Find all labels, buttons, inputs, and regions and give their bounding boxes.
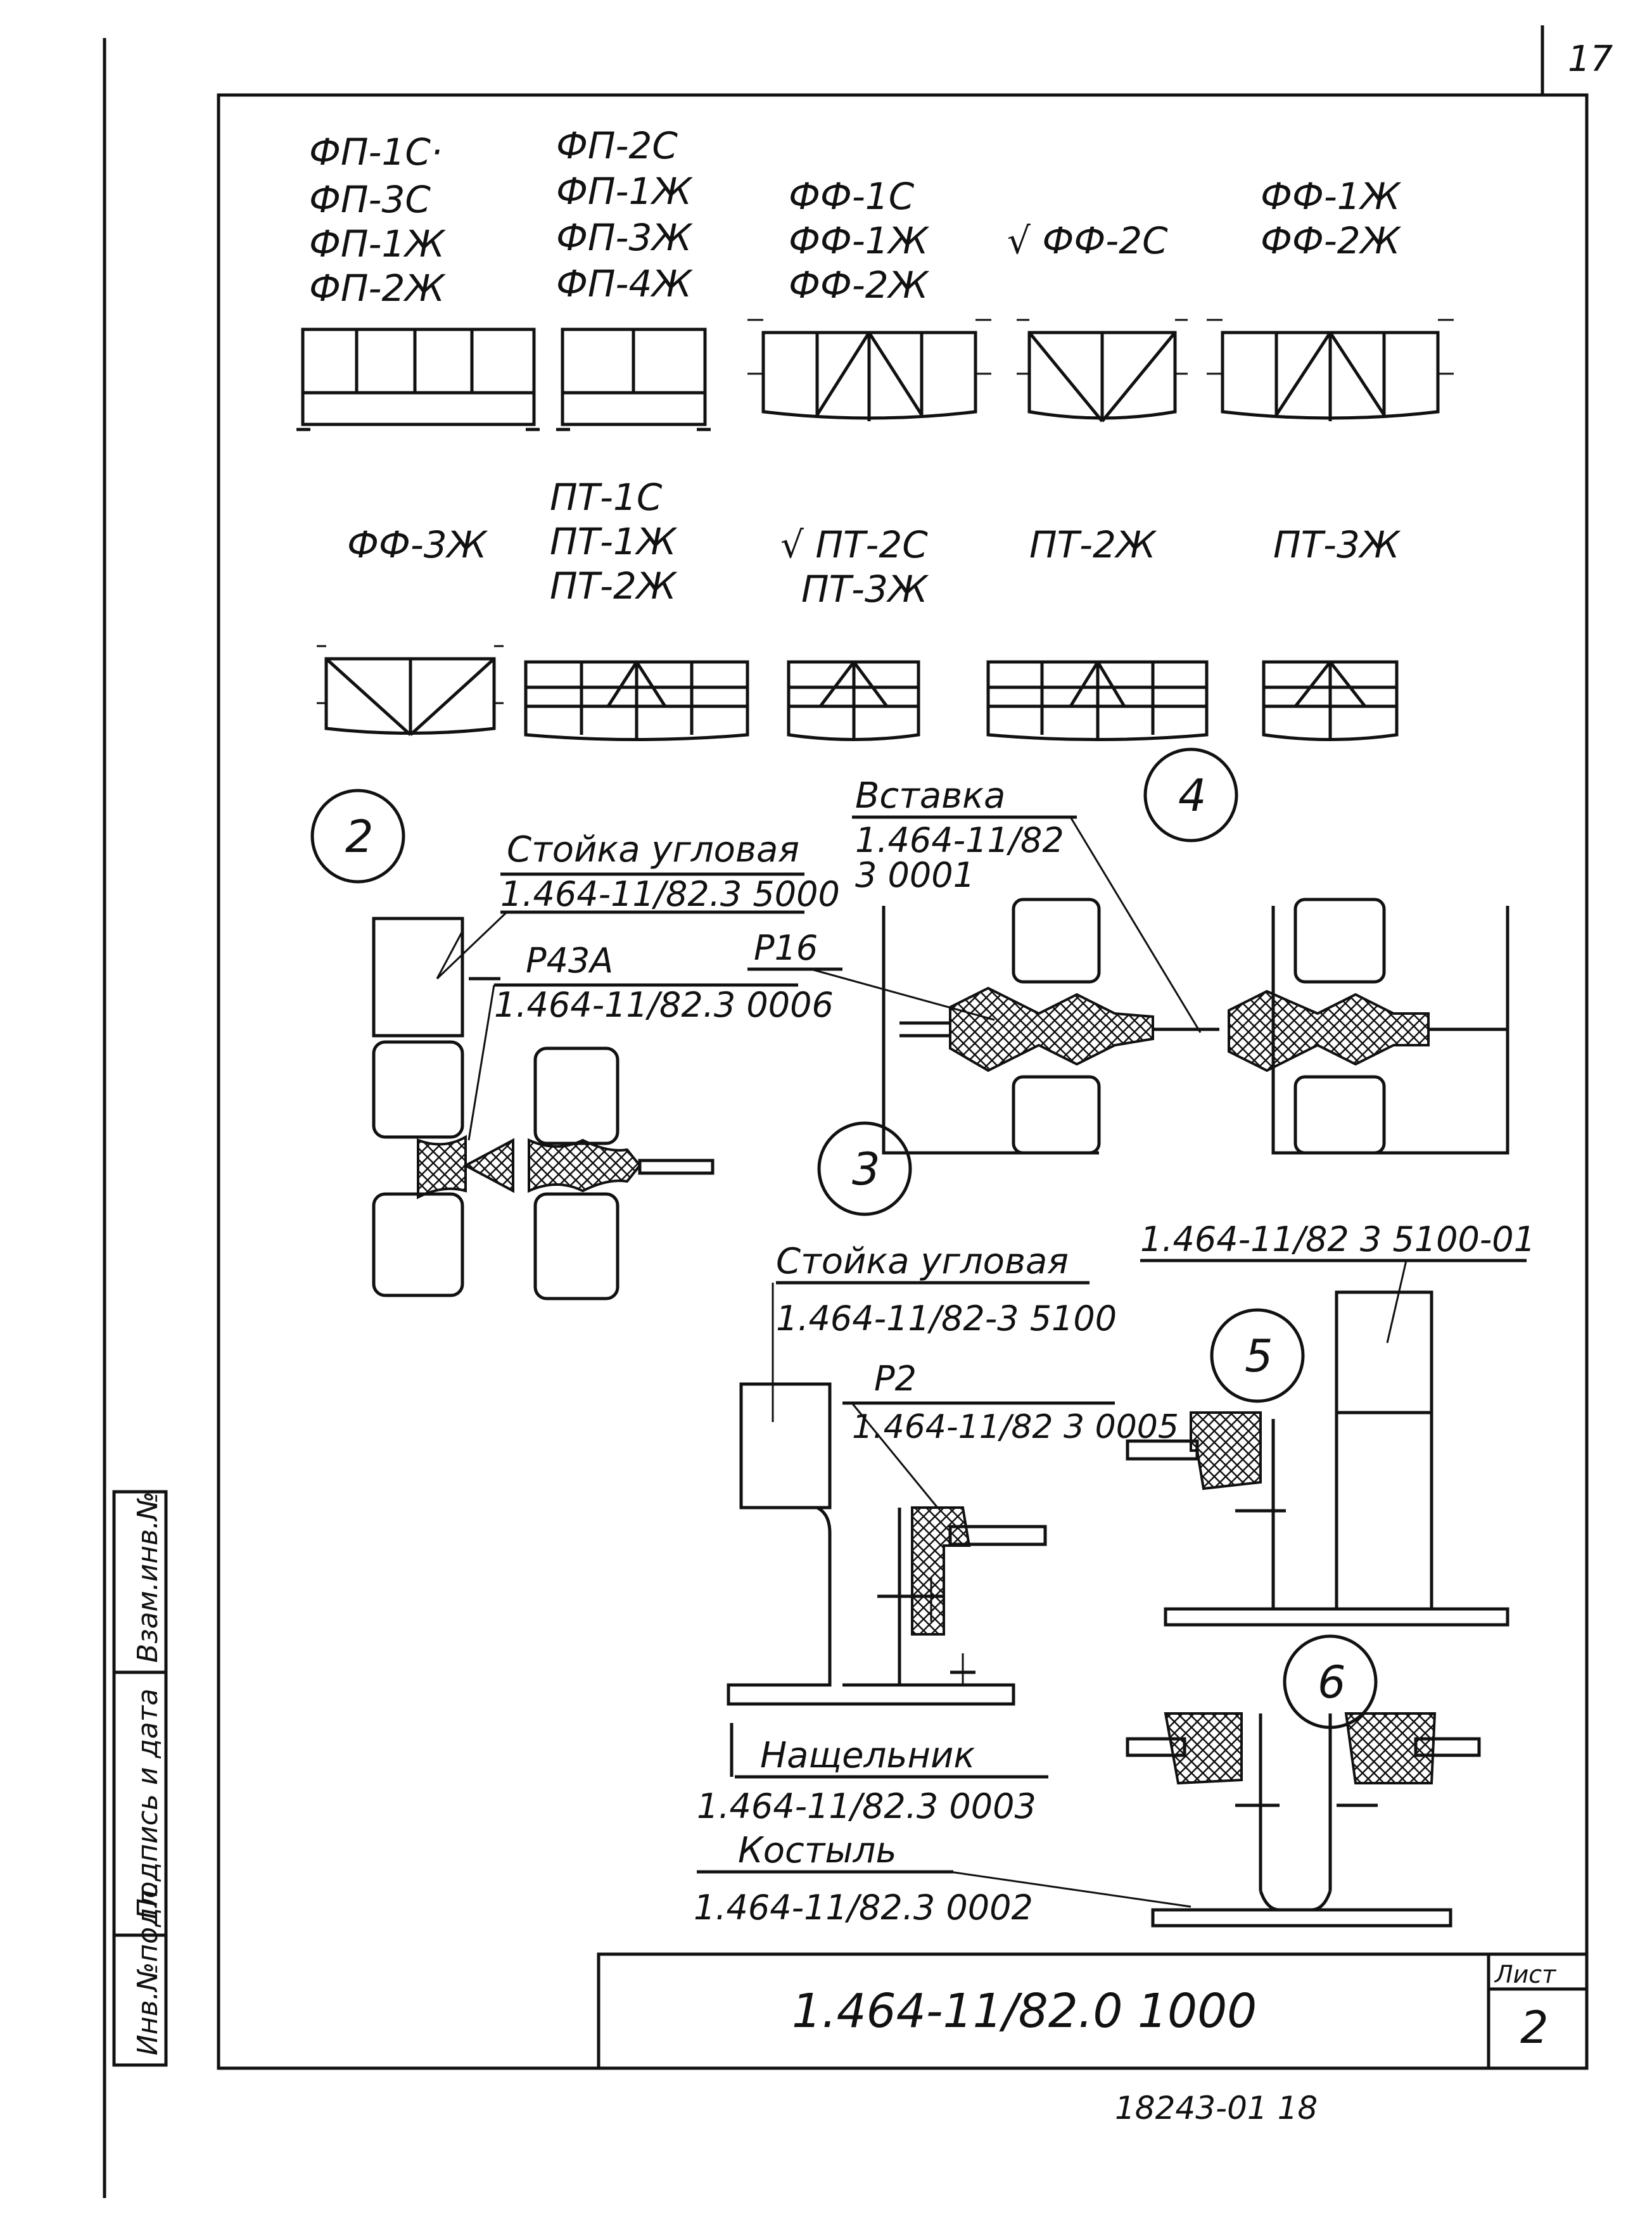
detail-6-leaders: [697, 1723, 1191, 1908]
shape-pt-b: [787, 660, 920, 741]
detail-4-drawing: [882, 898, 1509, 1155]
row1-g2-l3: ФП-3Ж: [556, 216, 693, 259]
row1-g2-l2: ФП-1Ж: [556, 170, 693, 213]
detail5-title: Стойка угловая: [776, 1241, 1069, 1282]
detail-5-drawing: [727, 1290, 1509, 1706]
detail-2-drawing: [372, 917, 715, 1300]
detail-2-leaders: [436, 872, 804, 1141]
row1-g4-l1: √ ФФ-2С: [1007, 219, 1168, 262]
shape-pt-a: [524, 660, 749, 741]
detail4-title: Вставка: [855, 775, 1005, 817]
row2-g1-l1: ФФ-3Ж: [347, 523, 488, 566]
detail-4-leaders: [747, 815, 1202, 1033]
row1-g2-l4: ФП-4Ж: [556, 262, 693, 305]
shape-ff-truss-a: [747, 319, 991, 421]
stamp-doc-code: 1.464-11/82.0 1000: [792, 1984, 1257, 2038]
callout-2: 2: [345, 811, 374, 863]
shape-pt-d: [1262, 660, 1399, 741]
row2-g2-l1: ПТ-1С: [550, 476, 663, 519]
shape-ff-truss-b: [1017, 319, 1188, 423]
row1-g5-l1: ФФ-1Ж: [1261, 175, 1402, 218]
side-label-replace: Взам.инв.№: [132, 1491, 164, 1663]
row2-labels: ФФ-3Ж ПТ-1С ПТ-1Ж ПТ-2Ж √ ПТ-2С ПТ-3Ж ПТ…: [347, 476, 1401, 611]
stamp-sheet-no: 2: [1520, 2002, 1549, 2054]
row2-g2-l2: ПТ-1Ж: [550, 520, 678, 563]
row1-g3-l2: ФФ-1Ж: [789, 219, 930, 262]
detail2-part: Р43А: [526, 941, 613, 981]
row2-g2-l3: ПТ-2Ж: [550, 564, 678, 607]
sheet-frame: [103, 25, 1589, 2198]
detail5-part: Р2: [874, 1359, 917, 1399]
detail-6-drawing: [1126, 1712, 1481, 1928]
detail5-right-code: 1.464-11/82 3 5100-01: [1140, 1219, 1535, 1259]
shape-fp-4panel: [296, 327, 540, 431]
side-label-sign: Подпись и дата: [132, 1689, 164, 1919]
callout-circles: [310, 747, 1378, 1729]
detail4-code-1: 1.464-11/82: [855, 820, 1064, 860]
detail5-part-code: 1.464-11/82 3 0005: [852, 1408, 1179, 1446]
detail6-part2-code: 1.464-11/82.3 0002: [694, 1888, 1033, 1928]
row1-labels: ФП-1С· ФП-3С ФП-1Ж ФП-2Ж ФП-2С ФП-1Ж ФП-…: [309, 124, 1402, 310]
row2-shapes: [317, 645, 1399, 741]
row2-g4-l1: ПТ-2Ж: [1029, 523, 1157, 566]
side-label-inv: Инв.№подл.: [132, 1881, 164, 2056]
callout-4: 4: [1178, 770, 1207, 822]
detail2-title: Стойка угловая: [507, 829, 799, 870]
detail6-part1: Нащельник: [760, 1735, 975, 1776]
detail6-part1-code: 1.464-11/82.3 0003: [697, 1786, 1036, 1826]
bottom-note: 18243-01 18: [1115, 2090, 1318, 2126]
row1-g5-l2: ФФ-2Ж: [1261, 219, 1402, 262]
detail4-code-2: 3 0001: [855, 855, 975, 895]
detail3-part: Р16: [754, 928, 818, 968]
shape-fp-2panel: [556, 327, 711, 431]
detail-5-leaders: [772, 1259, 1527, 1508]
row2-g3-l1: √ ПТ-2С: [780, 523, 928, 566]
callout-6: 6: [1318, 1656, 1346, 1708]
row1-g3-l1: ФФ-1С: [789, 175, 915, 218]
row1-g3-l3: ФФ-2Ж: [789, 264, 930, 307]
row2-g5-l1: ПТ-3Ж: [1273, 523, 1401, 566]
row1-g1-l1: ФП-1С·: [309, 130, 442, 174]
row1-g2-l1: ФП-2С: [556, 124, 678, 167]
callout-3: 3: [852, 1143, 880, 1195]
detail5-code: 1.464-11/82-3 5100: [776, 1299, 1117, 1338]
row1-g1-l3: ФП-1Ж: [309, 222, 446, 265]
row1-shapes: [296, 319, 1454, 431]
callout-5: 5: [1245, 1330, 1273, 1382]
page-number: 17: [1568, 39, 1613, 80]
detail2-code: 1.464-11/82.3 5000: [500, 874, 840, 914]
stamp-sheet-label: Лист: [1494, 1961, 1557, 1988]
shape-ff-truss-c: [1207, 319, 1454, 421]
shape-ff-3zh: [317, 645, 504, 736]
detail2-part-code: 1.464-11/82.3 0006: [494, 985, 834, 1025]
row1-g1-l2: ФП-3С: [309, 178, 431, 221]
row1-g1-l4: ФП-2Ж: [309, 267, 446, 310]
detail6-part2: Костыль: [738, 1830, 896, 1871]
side-strip: [112, 1490, 168, 2067]
row2-g3-l2: ПТ-3Ж: [801, 568, 929, 611]
title-block: [597, 1952, 1587, 2068]
shape-pt-c: [986, 660, 1209, 741]
